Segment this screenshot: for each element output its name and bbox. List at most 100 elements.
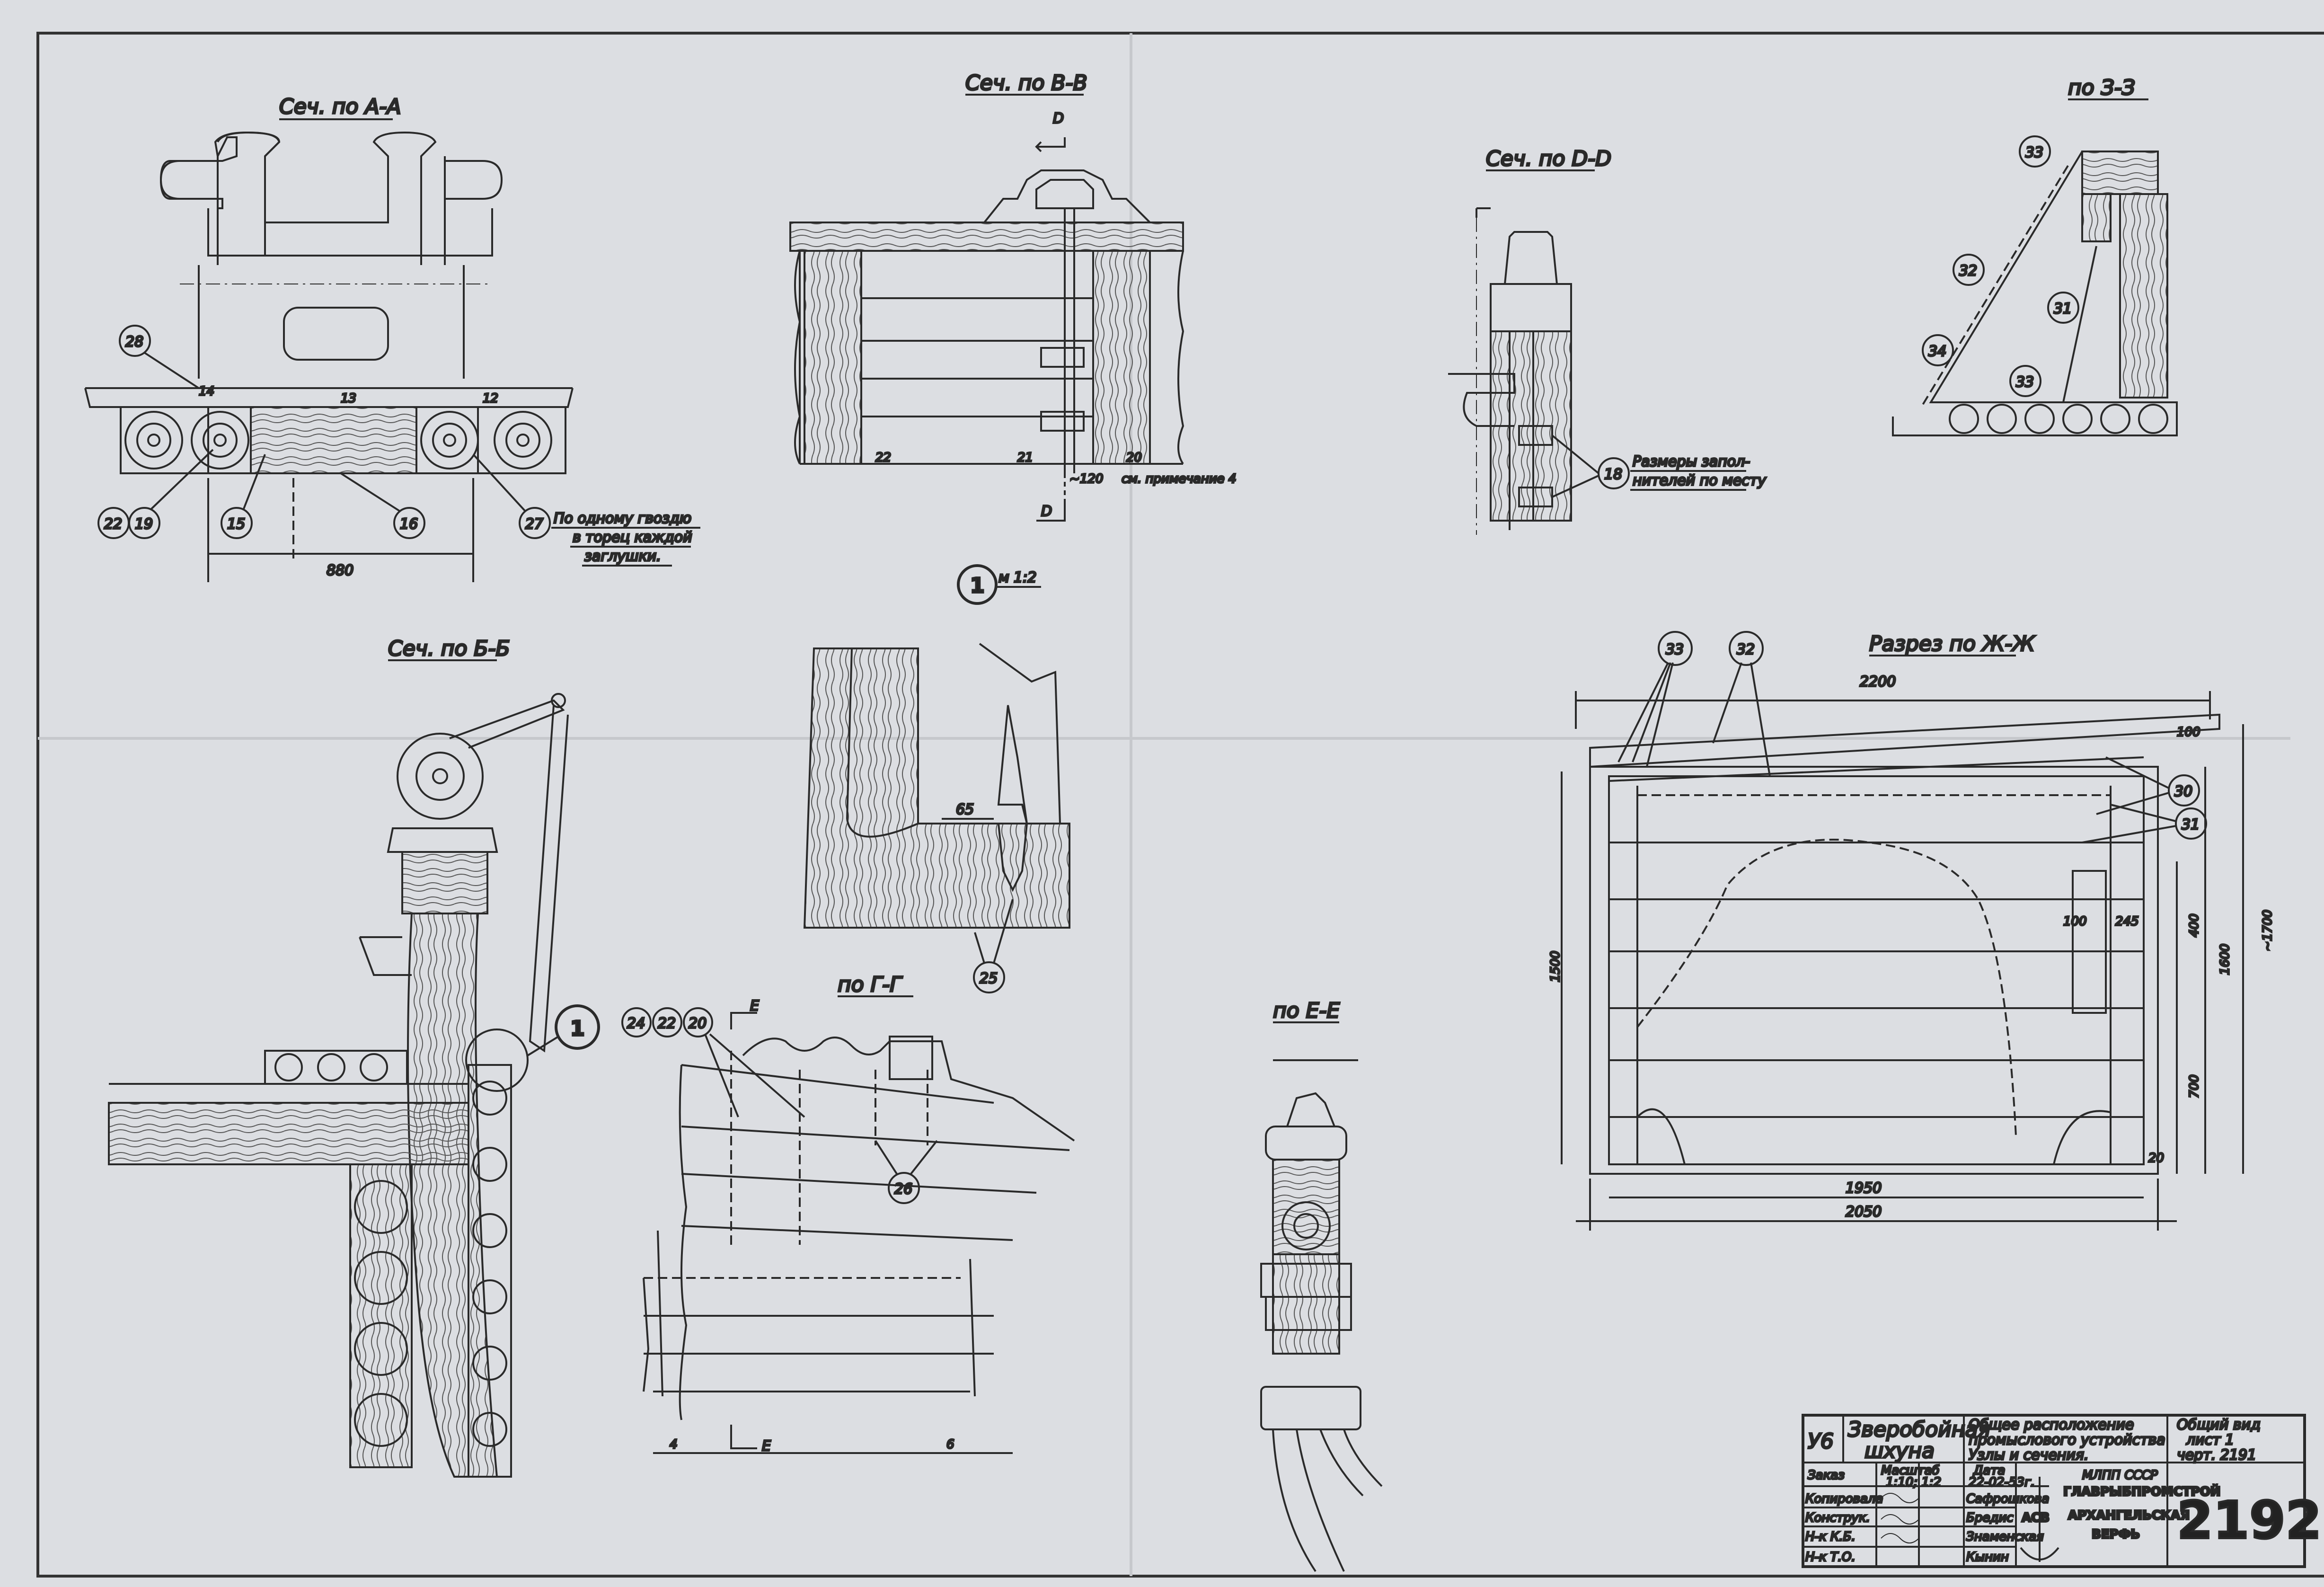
dim-gg-6: 6 (946, 1437, 954, 1452)
tb-title-1: Общее расположение (1969, 1417, 2134, 1433)
tb-role-1: Копировала (1805, 1492, 1883, 1506)
tb-vessel-2: шхуна (1865, 1439, 1935, 1463)
section-mark-e-top: E (750, 998, 759, 1014)
section-zz: по З-З 33 32 31 34 33 (1892, 75, 2178, 436)
tb-date-label: Дата (1973, 1463, 2005, 1478)
callout-zz-34: 34 (1928, 343, 1946, 360)
section-gg-title: по Г-Г (838, 973, 903, 997)
callout-aa-16: 16 (400, 516, 418, 532)
tb-view-3: черт. 2191 (2177, 1447, 2256, 1463)
tb-org-2: ГЛАВРЫБПРОМСТРОЙ (2063, 1484, 2220, 1499)
section-mark-e-bottom: E (762, 1438, 771, 1454)
dim-vv-20: 20 (1126, 451, 1142, 465)
tb-org-4: ВЕРФЬ (2092, 1527, 2140, 1542)
tb-view-1: Общий вид (2177, 1417, 2261, 1433)
dim-zh-1700: ~1700 (2261, 910, 2275, 951)
callout-gg-24: 24 (627, 1015, 645, 1032)
tb-name-1: Сафрошкова (1966, 1492, 2049, 1506)
section-zz-title: по З-З (2068, 76, 2135, 100)
section-aa: Сеч. по А-А 14 13 12 28 (84, 94, 700, 582)
section-vv-title: Сеч. по В-В (965, 71, 1087, 95)
section-mark-d-bottom: D (1041, 503, 1052, 520)
note-dd-2: нителей по месту (1633, 472, 1767, 489)
callout-zz-31: 31 (2054, 301, 2072, 317)
sheet-border (36, 32, 2324, 1578)
callout-aa-22: 22 (104, 516, 122, 532)
callout-gg-20: 20 (689, 1015, 707, 1032)
dim-zh-20: 20 (2148, 1151, 2164, 1165)
note-aa-nail-1: По одному гвоздю (554, 510, 691, 527)
tb-date-value: 22-02-53г. (1969, 1475, 2035, 1489)
callout-aa-28: 28 (125, 334, 143, 350)
section-dd-title: Сеч. по D-D (1486, 147, 1611, 171)
section-dd: Сеч. по D-D 18 Размеры запол- нителей по… (1448, 146, 1767, 535)
detail-1-scale: м 1:2 (999, 569, 1036, 586)
section-zhzh-title: Разрез по Ж-Ж (1869, 632, 2035, 656)
callout-zz-33b: 33 (2016, 374, 2034, 390)
dim-zh-245: 245 (2115, 914, 2139, 929)
dim-gg-4: 4 (670, 1437, 678, 1452)
section-ee: по Е-Е (1260, 998, 1383, 1572)
dim-vv-21: 21 (1017, 451, 1033, 465)
dim-zh-1500: 1500 (1548, 951, 1563, 982)
dim-aa-880: 880 (327, 562, 353, 579)
note-vv: см. примечание 4 (1122, 472, 1236, 486)
tb-vessel-1: Зверобойная (1848, 1418, 1990, 1442)
tb-scale-value: 1:10; 1:2 (1886, 1475, 1941, 1489)
section-aa-title: Сеч. по А-А (279, 95, 401, 119)
callout-aa-15: 15 (227, 516, 245, 532)
detail-ref-marker: 1 (570, 1017, 585, 1041)
callout-detail-25: 25 (980, 970, 998, 987)
tb-role-3: Н-к К.Б. (1805, 1530, 1856, 1544)
section-ee-title: по Е-Е (1273, 999, 1340, 1023)
tb-scale-label: Масштаб (1881, 1463, 1940, 1478)
tb-code: У6 (1808, 1429, 1834, 1454)
note-dd-1: Размеры запол- (1633, 453, 1750, 470)
dim-detail-65: 65 (956, 801, 974, 818)
title-block: У6 Зверобойная шхуна Общее расположение … (1802, 1414, 2323, 1568)
dim-zh-100a: 100 (2177, 725, 2200, 739)
logo-text: АСВ (2022, 1511, 2050, 1525)
tb-view-2: лист 1 (2186, 1432, 2234, 1448)
section-bb-title: Сеч. по Б-Б (388, 637, 510, 661)
dim-zh-1950: 1950 (1846, 1180, 1882, 1197)
tb-role-4: Н-к Т.О. (1805, 1550, 1856, 1564)
dim-vv-22: 22 (875, 451, 891, 465)
tb-signatures (1881, 1493, 1919, 1543)
tb-title-2: промыслового устройства (1969, 1432, 2165, 1448)
dim-aa-12: 12 (483, 391, 498, 406)
tb-role-2: Конструк. (1805, 1511, 1870, 1525)
dim-zh-700: 700 (2187, 1074, 2201, 1098)
tb-order: Заказ (1808, 1468, 1845, 1482)
tb-name-3: Знаменская (1966, 1530, 2044, 1544)
section-mark-d-top: D (1053, 110, 1064, 127)
tb-org-1: МЛПП СССР (2082, 1468, 2158, 1482)
detail-1-number: 1 (970, 574, 985, 598)
callout-aa-19: 19 (135, 516, 153, 532)
callout-zhzh-30: 30 (2174, 783, 2192, 800)
anchor-logo: АСВ (2020, 1477, 2059, 1562)
callout-zz-32: 32 (1959, 263, 1977, 279)
callout-gg-22: 22 (658, 1015, 676, 1032)
callout-zhzh-32: 32 (1737, 641, 1755, 658)
dim-aa-14: 14 (199, 384, 214, 399)
section-gg: по Г-Г E 24 22 20 26 4 6 (621, 972, 1075, 1455)
callout-zz-33a: 33 (2025, 144, 2043, 161)
dim-zh-2200: 2200 (1860, 674, 1896, 690)
callout-gg-26: 26 (894, 1181, 912, 1197)
tb-title-3: Узлы и сечения. (1969, 1447, 2089, 1463)
section-vv: Сеч. по В-В D 22 21 20 ~120 см. примечан… (789, 70, 1237, 522)
callout-zhzh-31: 31 (2182, 816, 2200, 833)
callout-aa-27: 27 (525, 516, 543, 532)
dim-zh-400: 400 (2187, 913, 2201, 937)
tb-number: 2192 (2177, 1490, 2322, 1551)
tb-org-3: АРХАНГЕЛЬСКАЯ (2068, 1508, 2190, 1523)
dim-zh-100b: 100 (2063, 914, 2087, 929)
section-zhzh: Разрез по Ж-Ж 33 32 2200 100 100 245 (1547, 631, 2276, 1231)
section-bb: Сеч. по Б-Б 1 (108, 636, 600, 1478)
note-aa-nail-3: заглушки. (584, 548, 661, 565)
detail-1: 1 м 1:2 65 25 (803, 564, 1070, 993)
dim-zh-2050: 2050 (1846, 1204, 1882, 1220)
